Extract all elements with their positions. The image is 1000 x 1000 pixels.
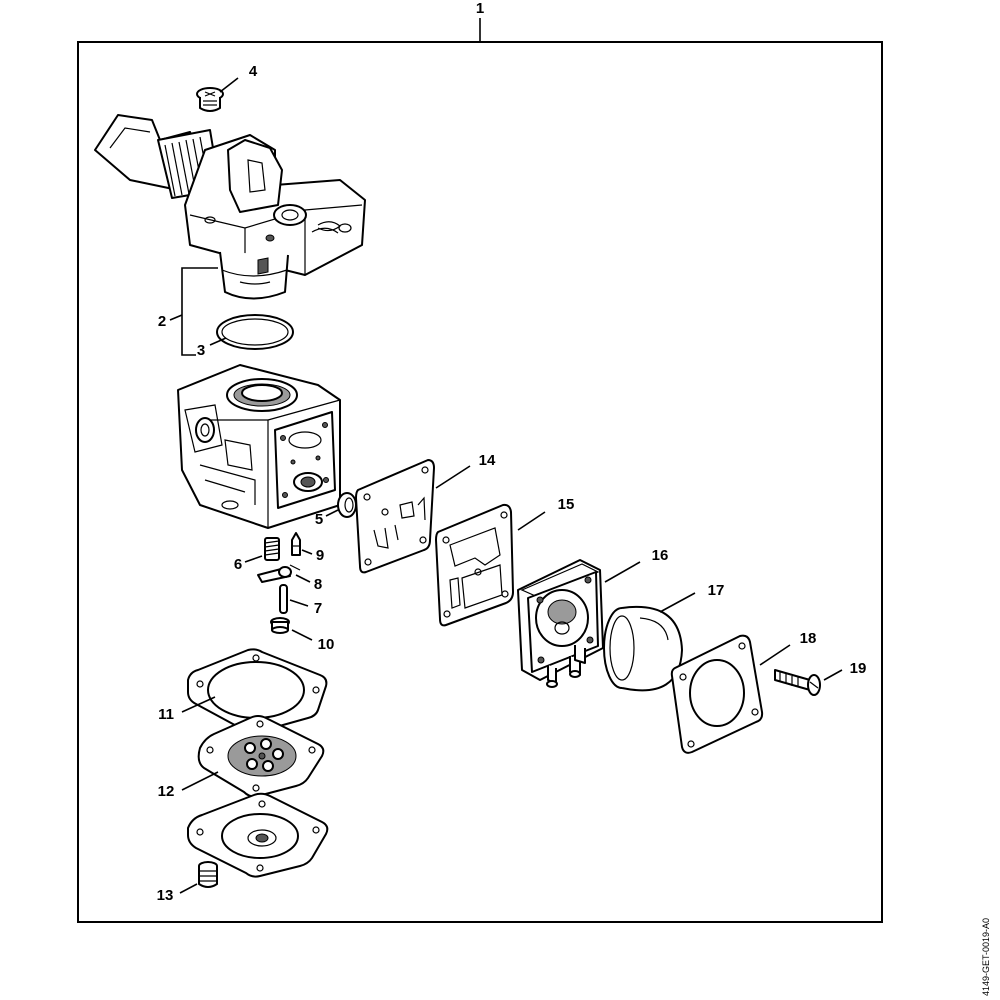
part-9-needle-valve [291,532,301,556]
callout-6: 6 [234,556,242,573]
callout-4: 4 [249,63,258,80]
callout-1: 1 [476,0,484,17]
callout-15: 15 [558,496,575,513]
part-12-diaphragm [197,715,325,798]
callout-18: 18 [800,630,817,647]
callout-10: 10 [318,636,335,653]
callout-17: 17 [708,582,725,599]
part-4-screw [196,87,224,112]
callout-9: 9 [316,547,324,564]
bracket-2-3 [181,267,218,356]
part-11-gasket [187,648,328,734]
part-18-retainer-plate [670,634,764,754]
callout-13: 13 [157,887,174,904]
callout-14: 14 [479,452,496,469]
part-6-spring [264,537,280,561]
callout-19: 19 [850,660,867,677]
callout-16: 16 [652,547,669,564]
part-14-gasket [355,459,435,574]
callout-12: 12 [158,783,175,800]
callout-5: 5 [315,511,323,528]
callout-11: 11 [158,706,174,723]
callout-2: 2 [158,313,166,330]
part-16-pump-cover [517,559,604,688]
callout-3: 3 [197,342,205,359]
part-15-gasket [435,503,514,627]
carburetor-body [177,364,341,529]
metering-cover [187,792,329,878]
part-2-housing [94,114,366,300]
callout-8: 8 [314,576,322,593]
part-7-pin [279,584,288,614]
part-3-o-ring [216,314,294,350]
part-8-inlet-lever [257,564,301,583]
document-code: 4149-GET-0019-A0 [981,918,991,996]
part-19-screw [774,669,821,696]
part-5-seal-ring [337,492,357,518]
part-17-primer-bulb [603,605,683,692]
callout-7: 7 [314,600,322,617]
part-10-screw [270,617,290,634]
part-13-screw [198,861,218,888]
